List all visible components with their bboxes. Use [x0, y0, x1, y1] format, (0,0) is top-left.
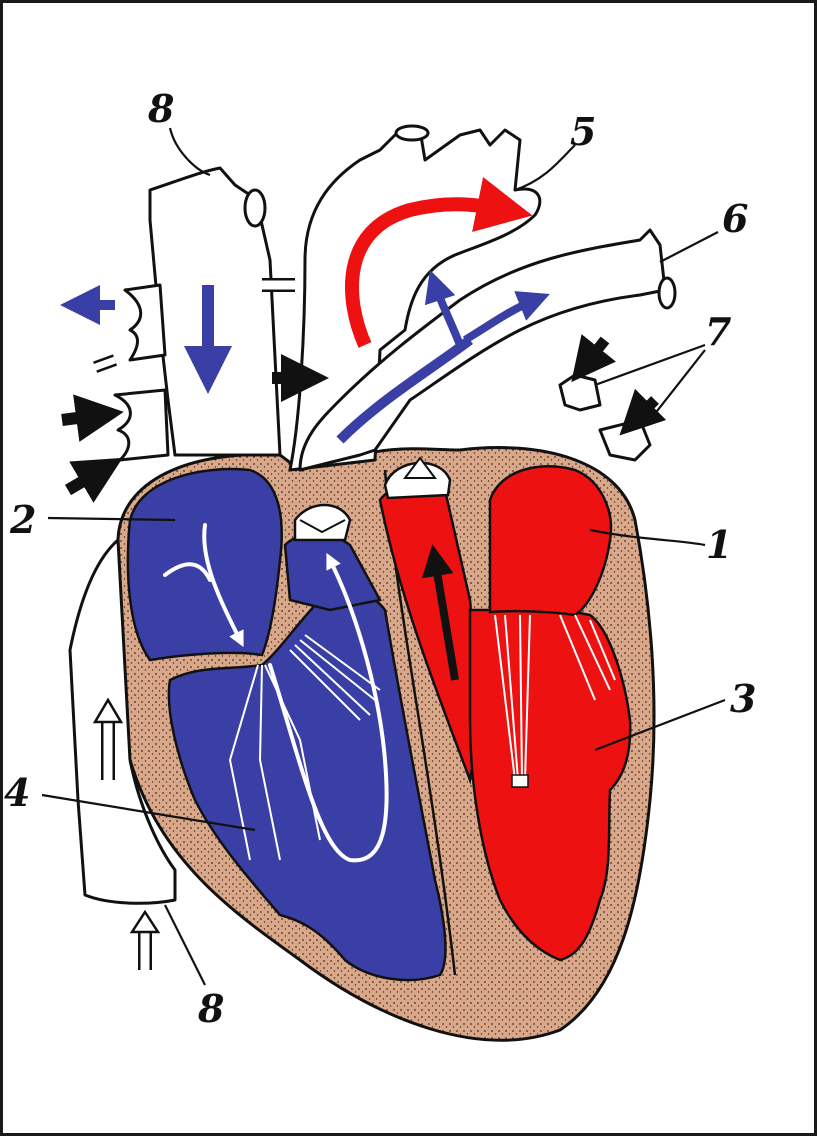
leader-line-8-bottom — [165, 905, 205, 985]
black-arrow-2 — [68, 470, 102, 490]
label-7: 7 — [705, 309, 731, 354]
papillary-muscle — [512, 775, 528, 787]
left-pulmonary-vein-lower — [600, 420, 650, 460]
label-5: 5 — [570, 109, 596, 154]
left-atrium — [490, 466, 611, 615]
right-pulmonary-vein-lower — [115, 390, 168, 460]
leader-line-8-top — [170, 128, 210, 175]
right-pulmonary-vein-upper — [125, 285, 165, 360]
leader-line-7 — [595, 345, 705, 385]
white-arrow-ivc-bottom-head — [132, 912, 158, 932]
black-arrow-1 — [62, 415, 100, 420]
label-3: 3 — [730, 676, 756, 721]
superior-vena-cava-branch — [245, 190, 265, 226]
label-1: 1 — [706, 522, 732, 567]
aorta-branch-cap — [396, 126, 428, 140]
label-4: 4 — [4, 770, 30, 815]
left-pulmonary-vein-upper — [560, 375, 600, 410]
label-2: 2 — [9, 497, 36, 542]
leader-line-6 — [660, 232, 718, 262]
pulmonary-artery-cap — [659, 278, 675, 308]
leader-line-7b — [650, 350, 705, 420]
right-atrium — [128, 469, 282, 660]
label-8-top: 8 — [147, 86, 174, 131]
leader-line-5 — [515, 145, 575, 190]
label-8-bottom: 8 — [197, 986, 224, 1031]
label-6: 6 — [722, 196, 748, 241]
black-arrow-pv-upper — [585, 340, 605, 365]
